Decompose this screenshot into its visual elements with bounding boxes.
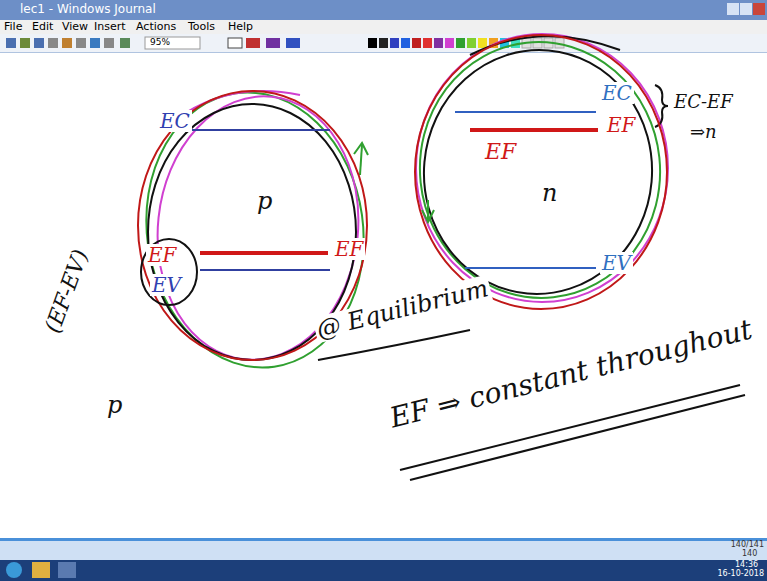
status-text: 140/141 xyxy=(731,541,764,550)
band-label: EV xyxy=(150,274,183,296)
maximize-button xyxy=(740,3,752,15)
semiconductor-region: EC EF EF nEV xyxy=(412,32,670,312)
band-label: EF xyxy=(605,114,637,136)
taskbar-icon xyxy=(32,562,50,578)
taskbar xyxy=(0,560,767,581)
conduction-band-line xyxy=(185,129,330,131)
annotation: ⇒n xyxy=(688,122,719,142)
toolbar-icons xyxy=(6,37,300,49)
title-bar xyxy=(0,0,767,20)
status-bar xyxy=(0,540,767,560)
band-label: EV xyxy=(600,252,633,274)
band-label: p xyxy=(255,188,274,214)
menu-text: Actions xyxy=(136,21,176,33)
band-label: EF xyxy=(146,244,178,266)
menu-text: View xyxy=(62,21,88,33)
menu-text: Insert xyxy=(94,21,126,33)
annotation: @ Equilibrium xyxy=(312,275,493,344)
menu-text: Help xyxy=(228,21,253,33)
valence-band-line xyxy=(200,269,330,271)
menu-text: Edit xyxy=(32,21,53,33)
menu-text: Tools xyxy=(188,21,215,33)
band-scribbles-right xyxy=(407,30,672,310)
menu-bar xyxy=(0,20,767,34)
close-button xyxy=(753,3,765,15)
menu-text: 95% xyxy=(150,38,170,48)
status-text: 140 xyxy=(742,550,757,559)
band-label: EF xyxy=(483,140,518,164)
fermi-level-line xyxy=(200,251,328,255)
annotation: EF ⇒ constant throughout xyxy=(385,314,757,435)
band-label: n xyxy=(540,180,559,206)
status-text: 16-10-2018 xyxy=(718,570,765,579)
menu-text: File xyxy=(4,21,22,33)
band-label: EC xyxy=(600,82,634,104)
valence-band-line xyxy=(465,267,596,269)
band-label: EC xyxy=(158,110,192,132)
minimize-button xyxy=(727,3,739,15)
menu-text: lec1 - Windows Journal xyxy=(20,3,156,16)
annotation: p xyxy=(105,392,124,418)
highlight-circle: EF EV xyxy=(138,236,200,308)
start-button xyxy=(6,562,22,578)
status-text: 14:36 xyxy=(735,561,758,570)
toolbar xyxy=(0,34,767,52)
band-label: EF xyxy=(333,238,365,260)
taskbar-icon xyxy=(58,562,76,578)
conduction-band-line xyxy=(455,111,596,113)
annotation: (EF-EV) xyxy=(40,245,94,339)
annotation: EC-EF xyxy=(672,92,735,112)
fermi-level-line xyxy=(470,128,598,132)
